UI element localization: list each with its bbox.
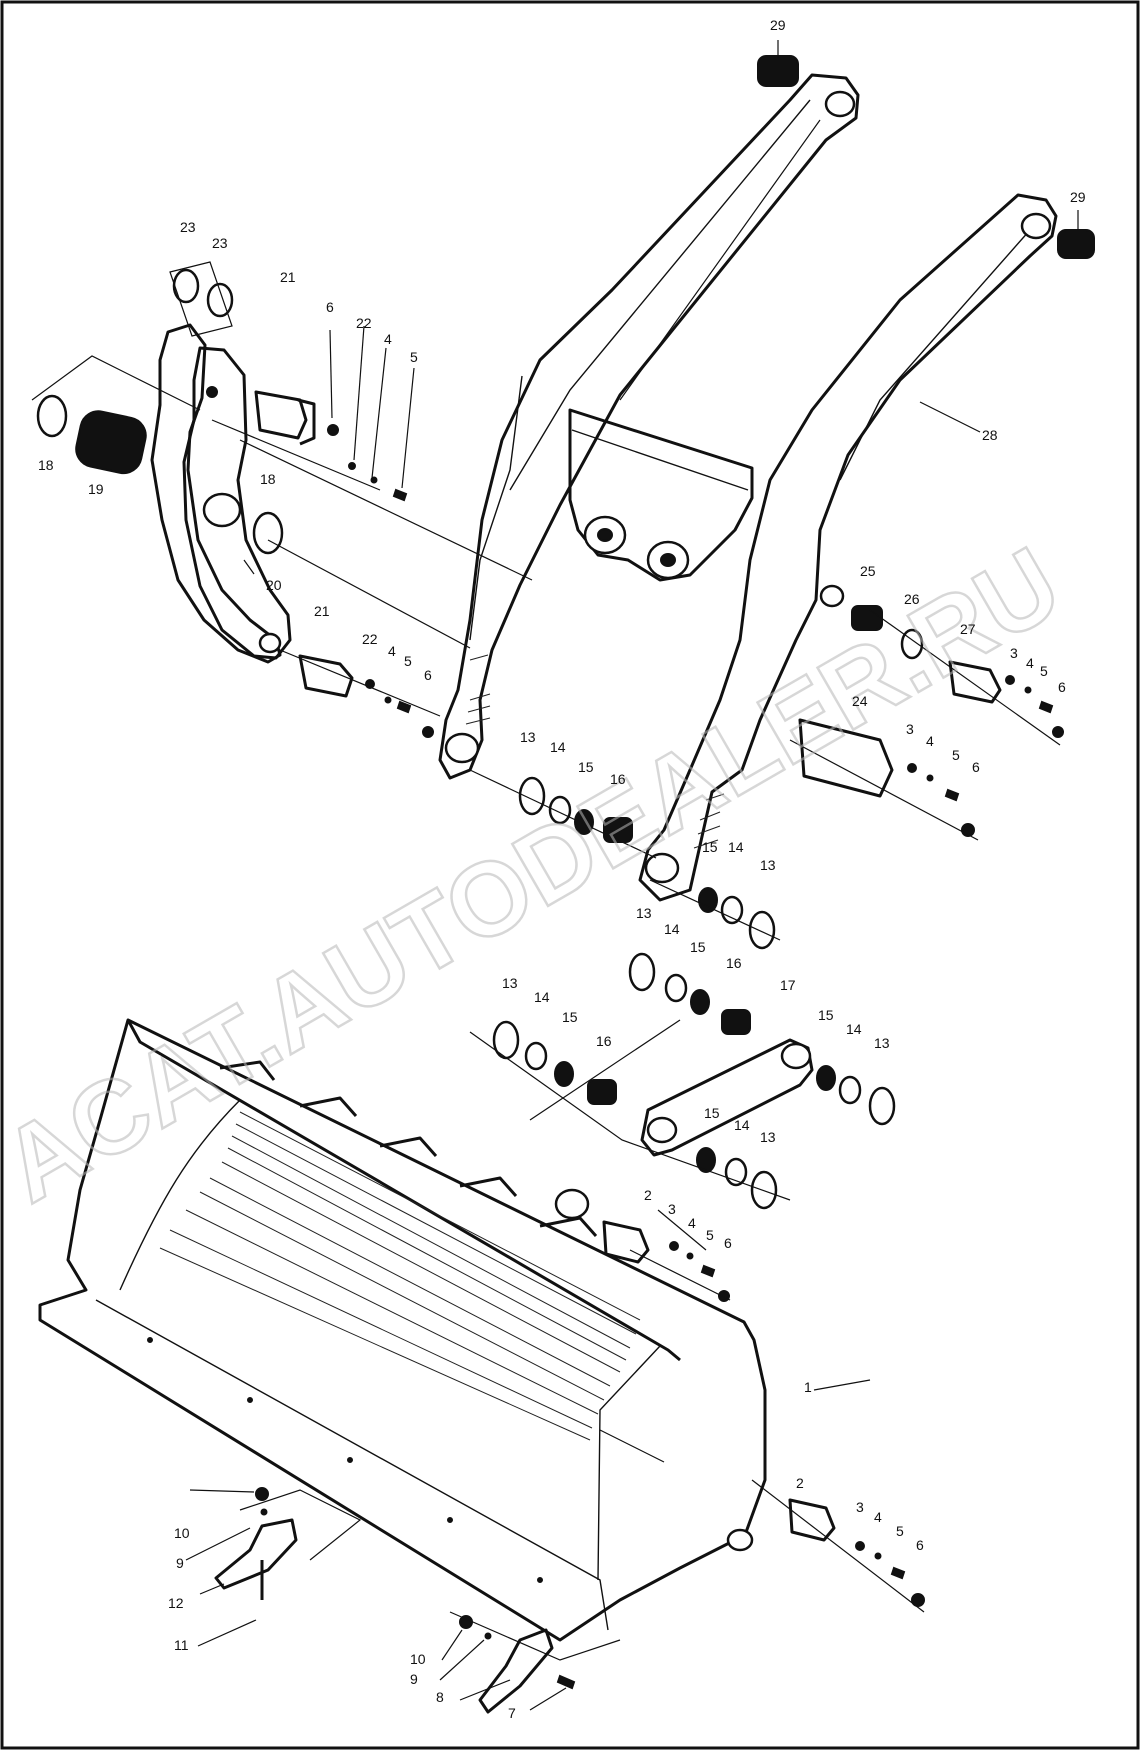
callout-2-upper: 2 — [644, 1187, 652, 1203]
bucket — [38, 1018, 767, 1642]
callout-15-c: 15 — [690, 939, 706, 955]
callout-16-c: 16 — [596, 1033, 612, 1049]
callout-18-middle: 18 — [260, 471, 276, 487]
callout-22-upper: 22 — [356, 315, 372, 331]
callout-15-d: 15 — [562, 1009, 578, 1025]
bell-crank — [150, 323, 292, 664]
callout-19: 19 — [88, 481, 104, 497]
callout-4-right-a: 4 — [1026, 655, 1034, 671]
callout-29-right: 29 — [1070, 189, 1086, 205]
callout-5-lower: 5 — [896, 1523, 904, 1539]
callout-9-bottom: 9 — [410, 1671, 418, 1687]
callout-14-f: 14 — [734, 1117, 750, 1133]
callout-6-right-b: 6 — [972, 759, 980, 775]
callout-14-a: 14 — [550, 739, 566, 755]
callout-17: 17 — [780, 977, 796, 993]
callout-5-upper-bucket: 5 — [706, 1227, 714, 1243]
callout-12: 12 — [168, 1595, 184, 1611]
callout-29-top: 29 — [770, 17, 786, 33]
callout-8: 8 — [436, 1689, 444, 1705]
callout-6-lower-left: 6 — [424, 667, 432, 683]
callout-5-right-b: 5 — [952, 747, 960, 763]
callout-7: 7 — [508, 1705, 516, 1721]
callout-24: 24 — [852, 693, 868, 709]
callout-13-e: 13 — [874, 1035, 890, 1051]
callout-5-right-a: 5 — [1040, 663, 1048, 679]
callout-4-upper: 4 — [384, 331, 392, 347]
callout-13-f: 13 — [760, 1129, 776, 1145]
callout-4-lower: 4 — [874, 1509, 882, 1525]
callout-15-f: 15 — [704, 1105, 720, 1121]
callout-13-c: 13 — [636, 905, 652, 921]
callout-15-a: 15 — [578, 759, 594, 775]
callout-25: 25 — [860, 563, 876, 579]
callout-20: 20 — [266, 577, 282, 593]
bucket-link — [640, 1038, 814, 1157]
callout-6-right-a: 6 — [1058, 679, 1066, 695]
callout-6-upper: 6 — [326, 299, 334, 315]
callout-4-upper-bucket: 4 — [688, 1215, 696, 1231]
callout-23-left: 23 — [180, 219, 196, 235]
callout-16-b: 16 — [726, 955, 742, 971]
callout-28: 28 — [982, 427, 998, 443]
callout-4-lower-left: 4 — [388, 643, 396, 659]
callout-13-b: 13 — [760, 857, 776, 873]
callout-5-lower-left: 5 — [404, 653, 412, 669]
callout-3-right-a: 3 — [1010, 645, 1018, 661]
callout-3-lower: 3 — [856, 1499, 864, 1515]
callout-3-upper: 3 — [668, 1201, 676, 1217]
callout-13-a: 13 — [520, 729, 536, 745]
callout-3-right-b: 3 — [906, 721, 914, 737]
callout-13-d: 13 — [502, 975, 518, 991]
callout-4-right-b: 4 — [926, 733, 934, 749]
callout-21-lower: 21 — [314, 603, 330, 619]
callout-15-b: 15 — [702, 839, 718, 855]
assembly-lines — [31, 119, 1061, 1661]
callout-15-e: 15 — [818, 1007, 834, 1023]
callout-16-a: 16 — [610, 771, 626, 787]
callout-14-e: 14 — [846, 1021, 862, 1037]
callout-14-d: 14 — [534, 989, 550, 1005]
boom-frame — [438, 73, 1058, 902]
callout-1: 1 — [804, 1379, 812, 1395]
callout-2-lower: 2 — [796, 1475, 804, 1491]
small-parts — [36, 55, 1095, 1714]
watermark-text: ACAT.AUTODEALER.RU — [0, 525, 1079, 1224]
callout-14-c: 14 — [664, 921, 680, 937]
callout-10-bottom: 10 — [410, 1651, 426, 1667]
callout-18-left: 18 — [38, 457, 54, 473]
callout-14-b: 14 — [728, 839, 744, 855]
callout-labels: 29 29 28 23 23 21 6 22 4 5 18 19 18 20 2… — [38, 17, 1086, 1721]
callout-leaders — [185, 40, 1079, 1711]
callout-6-upper-bucket: 6 — [724, 1235, 732, 1251]
callout-6-lower: 6 — [916, 1537, 924, 1553]
callout-21-upper: 21 — [280, 269, 296, 285]
callout-11: 11 — [174, 1637, 189, 1653]
callout-5-upper: 5 — [410, 349, 418, 365]
callout-9-left: 9 — [176, 1555, 184, 1571]
callout-27: 27 — [960, 621, 976, 637]
callout-23-right: 23 — [212, 235, 228, 251]
callout-26: 26 — [904, 591, 920, 607]
callout-10-left: 10 — [174, 1525, 190, 1541]
callout-22-lower: 22 — [362, 631, 378, 647]
